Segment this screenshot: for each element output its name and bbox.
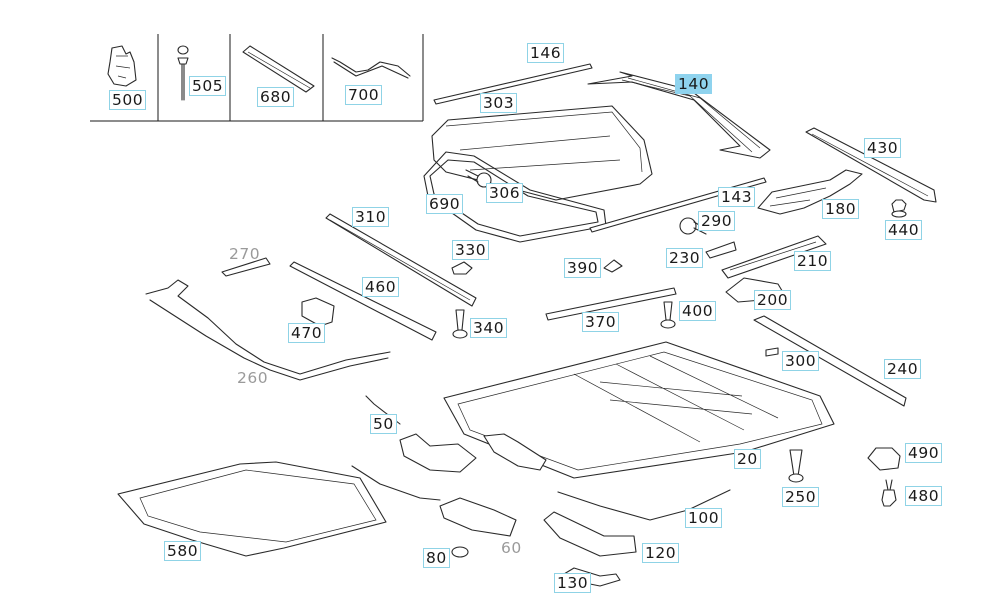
part-470-block-art [301, 297, 335, 327]
callout-310[interactable]: 310 [352, 207, 390, 227]
part-270-bracket-art [221, 257, 271, 277]
callout-340[interactable]: 340 [470, 318, 508, 338]
callout-400[interactable]: 400 [679, 301, 717, 321]
part-210-guide-rail-art [721, 235, 827, 279]
callout-370[interactable]: 370 [582, 312, 620, 332]
part-180-bracket-art [757, 169, 863, 215]
callout-390[interactable]: 390 [564, 258, 602, 278]
part-146-seal-art [433, 63, 593, 105]
part-390-clip-art [603, 259, 623, 273]
callout-330[interactable]: 330 [452, 240, 490, 260]
part-400-screw-art [660, 301, 676, 329]
callout-580[interactable]: 580 [164, 541, 202, 561]
part-230-clip-art [705, 241, 737, 259]
part-505-rivet-art [177, 45, 189, 101]
part-460-strip-art [289, 261, 437, 341]
part-80-motor-art [351, 465, 517, 558]
part-480-nut-art [881, 479, 897, 507]
part-490-clip-art [867, 447, 901, 471]
callout-240[interactable]: 240 [884, 359, 922, 379]
callout-440[interactable]: 440 [885, 220, 923, 240]
callout-270[interactable]: 270 [229, 245, 261, 263]
legend-frame [90, 34, 424, 122]
callout-230[interactable]: 230 [666, 248, 704, 268]
part-260-cable-art [145, 279, 391, 381]
callout-80[interactable]: 80 [423, 548, 450, 568]
callout-60[interactable]: 60 [501, 539, 522, 557]
legend-callout-700[interactable]: 700 [345, 85, 383, 105]
part-120-drain-art [543, 511, 637, 557]
part-100-cable-art [557, 489, 731, 521]
callout-20[interactable]: 20 [734, 449, 761, 469]
part-310-rail-art [325, 213, 477, 307]
callout-300[interactable]: 300 [782, 351, 820, 371]
part-580-headliner-art [117, 461, 387, 557]
part-500-clip-art [107, 45, 137, 87]
callout-290[interactable]: 290 [698, 211, 736, 231]
callout-306[interactable]: 306 [486, 183, 524, 203]
callout-490[interactable]: 490 [905, 443, 943, 463]
callout-146[interactable]: 146 [527, 43, 565, 63]
callout-100[interactable]: 100 [685, 508, 723, 528]
callout-120[interactable]: 120 [642, 543, 680, 563]
callout-210[interactable]: 210 [794, 251, 832, 271]
callout-50[interactable]: 50 [370, 414, 397, 434]
callout-143[interactable]: 143 [718, 187, 756, 207]
part-20-frame-art [443, 341, 835, 479]
legend-callout-505[interactable]: 505 [189, 76, 227, 96]
part-50-motor-art [365, 395, 547, 473]
part-303-glass-panel-art [431, 105, 653, 201]
callout-480[interactable]: 480 [905, 486, 943, 506]
legend-callout-500[interactable]: 500 [109, 90, 147, 110]
legend-callout-680[interactable]: 680 [257, 87, 295, 107]
part-700-wire-art [331, 57, 411, 79]
callout-200[interactable]: 200 [754, 290, 792, 310]
callout-130[interactable]: 130 [554, 573, 592, 593]
callout-180[interactable]: 180 [822, 199, 860, 219]
callout-140-selected[interactable]: 140 [675, 74, 713, 94]
part-300-strip-art [765, 347, 779, 357]
part-430-rail-art [805, 127, 937, 203]
callout-470[interactable]: 470 [288, 323, 326, 343]
part-130-spring-art [563, 567, 621, 587]
part-240-strip-art [753, 315, 907, 407]
part-680-strip-art [242, 45, 315, 93]
part-330-clip-art [451, 261, 473, 275]
callout-303[interactable]: 303 [480, 93, 518, 113]
callout-690[interactable]: 690 [426, 194, 464, 214]
part-370-strip-art [545, 287, 677, 321]
callout-430[interactable]: 430 [864, 138, 902, 158]
callout-460[interactable]: 460 [362, 277, 400, 297]
callout-250[interactable]: 250 [782, 487, 820, 507]
callout-260[interactable]: 260 [237, 369, 269, 387]
part-440-nut-art [891, 199, 907, 218]
part-340-screw-art [452, 309, 468, 339]
part-250-screw-art [788, 449, 804, 483]
